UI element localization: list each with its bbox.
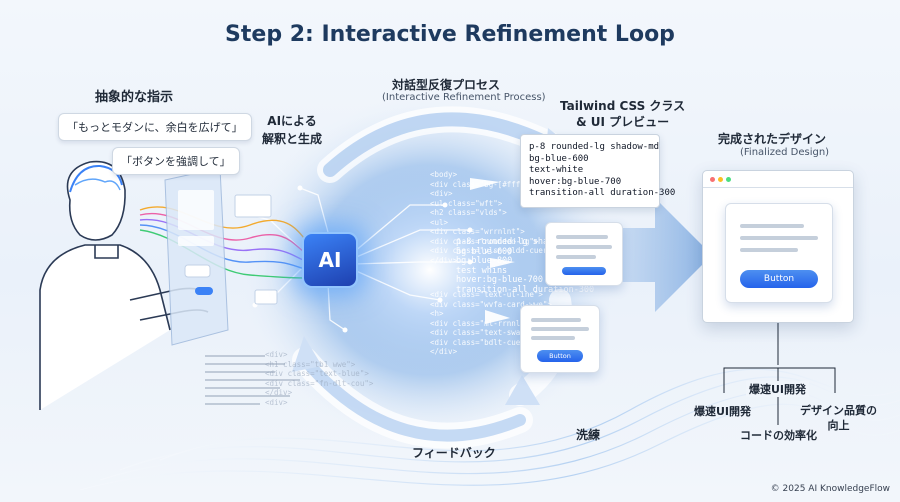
code-line: transition-all duration-300 <box>456 284 595 295</box>
benefit-bottom: コードの効率化 <box>740 429 817 442</box>
window-dot-green <box>726 177 731 182</box>
ui-preview-card-1 <box>545 222 623 286</box>
faded-code-block <box>205 355 300 405</box>
window-dot-yellow <box>718 177 723 182</box>
code-line: <h> <box>430 309 444 318</box>
code-line: <div class="bdlt-cuet"> <box>430 337 534 347</box>
bottom-waves <box>79 368 900 491</box>
code-line: <div> <box>265 397 288 407</box>
center-class-text: p-8 rounded-lg shadow md bg blue-600 bg:… <box>456 237 595 295</box>
floating-code-block-2: <div class="text-ul-ine"> <div class="wv… <box>430 290 552 357</box>
code-line: </div> <box>430 255 458 265</box>
process-title: 対話型反復プロセス <box>392 78 501 92</box>
ui-preview-button <box>562 267 606 275</box>
class-line: p-8 rounded-lg shadow-md <box>529 142 660 152</box>
ai-caption: AIによる 解釈と生成 <box>262 114 323 146</box>
final-design-window: Button <box>702 170 854 323</box>
instruction-bubble-2: 「ボタンを強調して」 <box>112 147 240 175</box>
preview-title: Tailwind CSS クラス & UI プレビュー <box>560 99 686 129</box>
benefit-top: 爆速UI開発 <box>746 381 810 397</box>
flow-arrows <box>470 178 515 324</box>
class-line: text-white <box>529 165 584 175</box>
code-line: <div class="text-blue"> <box>265 369 369 378</box>
refine-label: 洗練 <box>576 428 601 442</box>
code-line: <ul class="wft"> <box>430 198 503 208</box>
class-line: bg-blue-600 <box>529 153 589 164</box>
code-line: <h1 class="tb1 wwe"> <box>265 359 356 369</box>
tailwind-class-card: p-8 rounded-lg shadow-md bg-blue-600 tex… <box>520 134 676 208</box>
code-line: <div class="ml-rrnnlnt-lg"> <box>430 318 552 328</box>
instructions-heading: 抽象的な指示 <box>95 90 174 105</box>
user-figure <box>39 160 209 410</box>
window-dot-red <box>710 177 715 182</box>
ui-preview-button: Button <box>537 350 583 362</box>
floating-code-block-3: <div> <h1 class="tb1 wwe"> <div class="t… <box>265 350 373 407</box>
code-line: <div class="vlsn-gldd-cuer"> <box>430 246 557 255</box>
tablet-panel <box>164 167 278 346</box>
loop-arc-bottom-blue <box>299 354 526 442</box>
ui-preview-card-2: Button <box>520 305 600 373</box>
code-line: <body> <box>430 170 458 179</box>
code-line: hover:bg-blue-700 <box>456 275 543 285</box>
code-line: <div> <box>265 350 288 359</box>
code-line: <div class="rounded-lg"> <box>430 236 539 246</box>
loop-arrowhead-right <box>505 375 540 405</box>
final-design-card: Button <box>725 203 833 303</box>
code-line: <div class="wvfa-card-wwe"> <box>430 299 552 309</box>
code-line: <h2 class="vlds"> <box>430 208 507 217</box>
code-line: test whins <box>456 265 508 276</box>
final-design-subtitle: (Finalized Design) <box>740 147 830 158</box>
code-line: <div class="text-swa"> <box>430 328 530 337</box>
loop-arrowhead-left <box>292 336 322 372</box>
code-line: <div> <box>430 189 453 198</box>
final-design-button: Button <box>740 270 818 288</box>
code-line: </div> <box>430 347 458 356</box>
code-line: <div class="bg-[#fff"> <box>430 179 530 189</box>
code-line: <div class="fn-dlt-cou"> <box>265 378 374 388</box>
ai-chip-icon: AI <box>302 232 358 288</box>
class-line: transition-all duration-300 <box>529 188 676 198</box>
output-arrow-shape <box>555 198 712 312</box>
class-line: hover:bg-blue-700 <box>529 176 622 187</box>
benefit-right: デザイン品質の 向上 <box>800 404 877 432</box>
copyright-notice: © 2025 AI KnowledgeFlow <box>770 484 890 494</box>
floating-code-block-1: <body> <div class="bg-[#fff"> <div> <ul … <box>430 170 556 265</box>
code-line: bg blue-600 <box>456 246 513 257</box>
feedback-label: フィードバック <box>412 446 496 460</box>
final-design-title: 完成されたデザイン <box>718 132 827 146</box>
instruction-bubble-1: 「もっとモダンに、余白を広げて」 <box>58 113 252 141</box>
code-line: p-8 rounded-lg shadow md <box>456 237 579 247</box>
code-line: <div class="wrrnlnt"> <box>430 227 525 236</box>
code-line: </div> <box>265 388 293 397</box>
code-line: <div class="text-ul-ine"> <box>430 290 543 299</box>
process-subtitle: (Interactive Refinement Process) <box>382 92 546 103</box>
code-line: bg:blue-800 <box>456 256 513 266</box>
page-title: Step 2: Interactive Refinement Loop <box>225 22 675 47</box>
code-line: <ul> <box>430 217 449 227</box>
benefit-left: 爆速UI開発 <box>694 405 752 418</box>
